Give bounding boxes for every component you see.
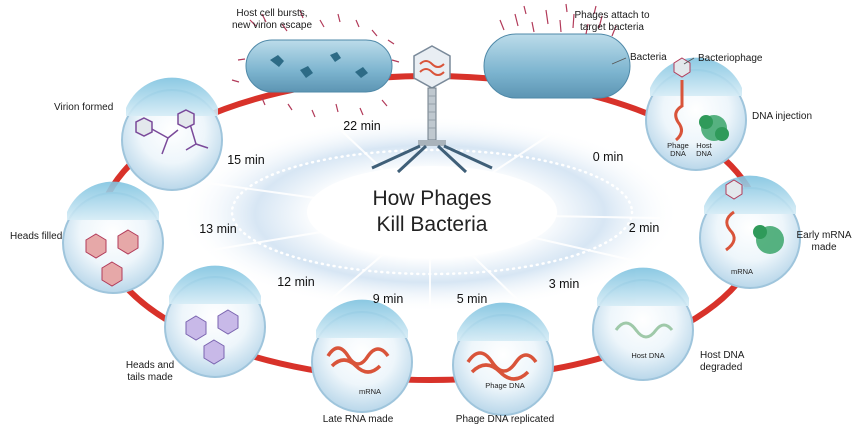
central-bacteriophage <box>371 45 493 174</box>
label-host-cell-bursts: Host cell bursts,new virion escape <box>231 8 313 31</box>
time-0-min: 0 min <box>592 150 624 164</box>
time-2-min: 2 min <box>628 221 660 235</box>
label-phage-dna-replicated: Phage DNA replicated <box>455 414 555 425</box>
label-late-rna-made: Late RNA made <box>322 414 394 425</box>
inner-mrna-early: mRNA <box>730 267 754 276</box>
inner-mrna-late: mRNA <box>358 387 382 396</box>
attaching-phages <box>499 3 617 37</box>
replicated-dna <box>466 351 538 381</box>
late-rna-dna <box>326 346 390 374</box>
burst-virions <box>231 9 400 118</box>
time-5-min: 5 min <box>456 292 488 306</box>
time-13-min: 13 min <box>199 222 237 236</box>
time-3-min: 3 min <box>548 277 580 291</box>
degraded-dna <box>614 321 674 339</box>
heads-tails-contents <box>185 309 239 365</box>
target-bacterium <box>483 33 631 99</box>
time-22-min: 22 min <box>343 119 381 133</box>
virion-formed-contents <box>135 109 209 155</box>
time-9-min: 9 min <box>372 292 404 306</box>
inner-host-dna-degraded: Host DNA <box>631 351 665 360</box>
bursting-bacterium <box>245 39 393 93</box>
label-dna-injection: DNA injection <box>752 111 813 122</box>
label-bacteria: Bacteria <box>630 52 667 63</box>
time-15-min: 15 min <box>227 153 265 167</box>
time-12-min: 12 min <box>277 275 315 289</box>
early-mrna-contents <box>725 179 784 254</box>
diagram-title: How Phages Kill Bacteria <box>372 186 491 238</box>
dna-injection-contents <box>673 57 729 142</box>
title-line-1: How Phages <box>372 187 492 210</box>
membranes <box>67 57 796 341</box>
leader-lines <box>611 57 695 65</box>
title-line-2: Kill Bacteria <box>376 213 488 236</box>
heads-filled-contents <box>85 229 139 287</box>
label-virion-formed: Virion formed <box>54 102 114 113</box>
label-heads-filled: Heads filled <box>10 231 63 242</box>
label-bacteriophage: Bacteriophage <box>698 53 763 64</box>
center-dotted-track <box>230 148 634 276</box>
center-oval <box>307 166 557 258</box>
inner-phage-dna-replicated: Phage DNA <box>485 381 525 390</box>
